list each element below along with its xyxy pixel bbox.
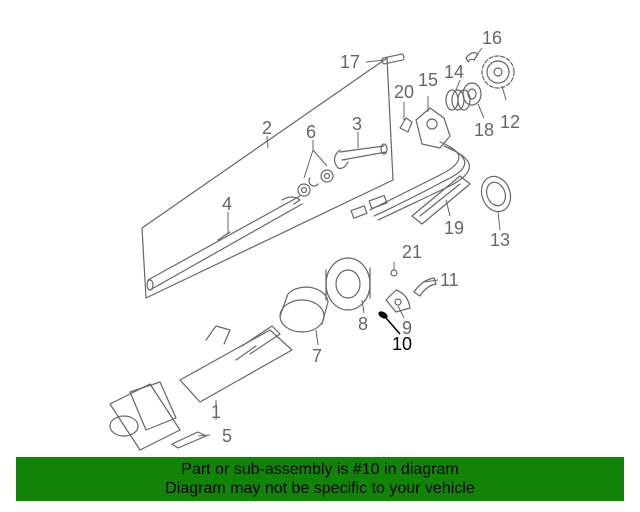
callout-2: 2 [262,118,272,138]
cylinder-7 [279,286,329,333]
tilt-lever [171,431,207,449]
callout-8: 8 [358,314,368,334]
callout-11: 11 [440,270,459,290]
callout-9: 9 [402,318,412,338]
callout-6: 6 [306,122,316,142]
callout-10: 10 [392,334,412,354]
bearing-clips [281,169,334,205]
callout-5: 5 [222,426,232,446]
screw-21 [390,269,398,277]
callout-21: 21 [402,242,422,262]
callout-14: 14 [444,62,464,82]
spring [445,89,471,111]
callout-1: 1 [211,402,221,422]
banner-line-2: Diagram may not be specific to your vehi… [165,480,475,497]
shaft-panel-outline [141,57,394,299]
callout-20: 20 [394,82,414,102]
callout-7: 7 [312,346,322,366]
upper-shaft [333,143,388,169]
switch-harness [350,107,471,221]
ring-13 [480,175,512,213]
callout-19: 19 [444,218,464,238]
bracket-20 [399,117,413,133]
parts-diagram: 1 2 3 4 5 6 7 8 9 10 11 12 13 14 15 16 1… [109,28,520,451]
callout-17: 17 [340,52,360,72]
lock-housing [325,257,371,311]
part-10-highlighted [378,311,388,319]
sector-9 [385,289,411,313]
info-banner: Part or sub-assembly is #10 in diagram D… [16,457,624,501]
banner-line-1: Part or sub-assembly is #10 in diagram [181,461,459,478]
clip-16 [465,52,479,63]
callout-3: 3 [352,114,362,134]
cover-19 [411,175,471,225]
pin [381,53,405,65]
callout-16: 16 [482,28,502,48]
sprocket [481,55,515,89]
hub-18 [462,82,482,106]
spring-clip-11 [413,277,437,297]
callout-18: 18 [474,120,494,140]
callout-12: 12 [500,112,520,132]
callout-13: 13 [490,230,510,250]
column-housing [109,325,293,451]
callout-15: 15 [418,70,438,90]
callout-4: 4 [222,194,232,214]
